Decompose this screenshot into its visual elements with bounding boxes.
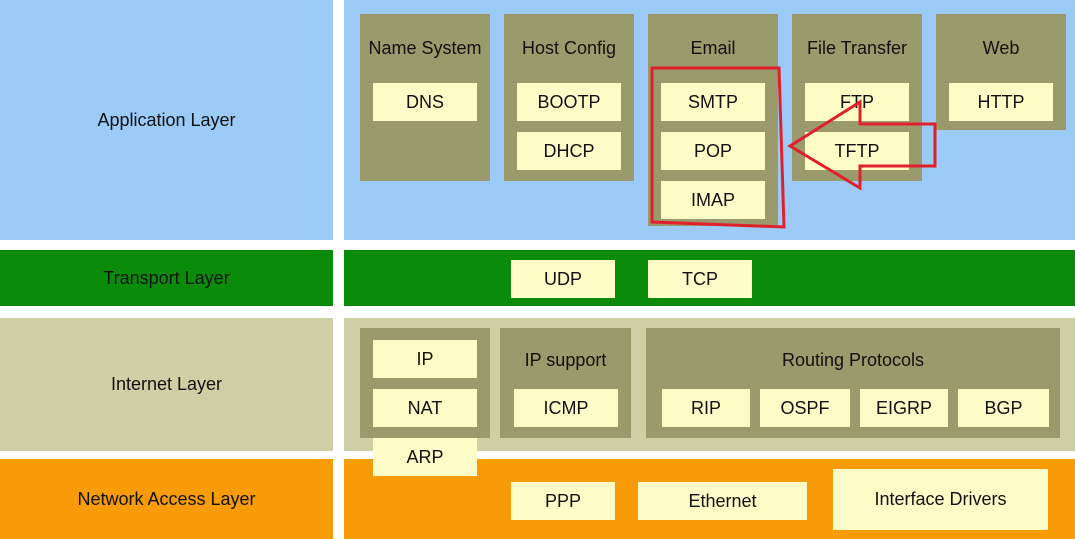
- protocol-imap: IMAP: [661, 181, 765, 219]
- application-layer-label: Application Layer: [97, 109, 236, 130]
- web-title: Web: [982, 38, 1020, 58]
- ip-support-title: IP support: [524, 350, 607, 370]
- protocol-ethernet: Ethernet: [638, 482, 807, 520]
- protocol-dns: DNS: [373, 83, 477, 121]
- protocol-ospf: OSPF: [760, 389, 850, 427]
- transport-layer-label: Transport Layer: [103, 267, 230, 288]
- protocol-ip: IP: [373, 340, 477, 378]
- protocol-eigrp: EIGRP: [860, 389, 948, 427]
- application-layer-label-panel: Application Layer: [0, 0, 333, 240]
- network-access-layer-label-panel: Network Access Layer: [0, 459, 333, 539]
- protocol-udp: UDP: [511, 260, 615, 298]
- protocol-nat: NAT: [373, 389, 477, 427]
- protocol-ppp: PPP: [511, 482, 615, 520]
- protocol-rip: RIP: [662, 389, 750, 427]
- host-config-group: Host Config BOOTP DHCP: [504, 14, 634, 181]
- protocol-pop: POP: [661, 132, 765, 170]
- internet-layer-label-panel: Internet Layer: [0, 318, 333, 451]
- routing-protocols-title: Routing Protocols: [781, 350, 925, 370]
- protocol-interface-drivers: Interface Drivers: [833, 469, 1048, 530]
- protocol-icmp: ICMP: [514, 389, 618, 427]
- web-group: Web HTTP: [936, 14, 1066, 130]
- protocol-tcp: TCP: [648, 260, 752, 298]
- routing-protocols-group: Routing Protocols RIP OSPF EIGRP BGP: [646, 328, 1060, 438]
- protocol-http: HTTP: [949, 83, 1053, 121]
- protocol-smtp: SMTP: [661, 83, 765, 121]
- network-access-layer-label: Network Access Layer: [77, 488, 256, 509]
- email-title: Email: [690, 38, 736, 58]
- file-transfer-group: File Transfer FTP TFTP: [792, 14, 922, 181]
- ip-support-group: IP support ICMP: [500, 328, 631, 438]
- name-system-title: Name System: [368, 38, 482, 58]
- file-transfer-title: File Transfer: [806, 38, 908, 58]
- protocol-bootp: BOOTP: [517, 83, 621, 121]
- protocol-ftp: FTP: [805, 83, 909, 121]
- protocol-tftp: TFTP: [805, 132, 909, 170]
- transport-layer-label-panel: Transport Layer: [0, 250, 333, 306]
- internet-layer-label: Internet Layer: [110, 374, 223, 394]
- protocol-bgp: BGP: [958, 389, 1049, 427]
- protocol-dhcp: DHCP: [517, 132, 621, 170]
- name-system-group: Name System DNS: [360, 14, 490, 181]
- protocol-arp: ARP: [373, 438, 477, 476]
- email-group: Email SMTP POP IMAP: [648, 14, 778, 226]
- host-config-title: Host Config: [521, 38, 617, 58]
